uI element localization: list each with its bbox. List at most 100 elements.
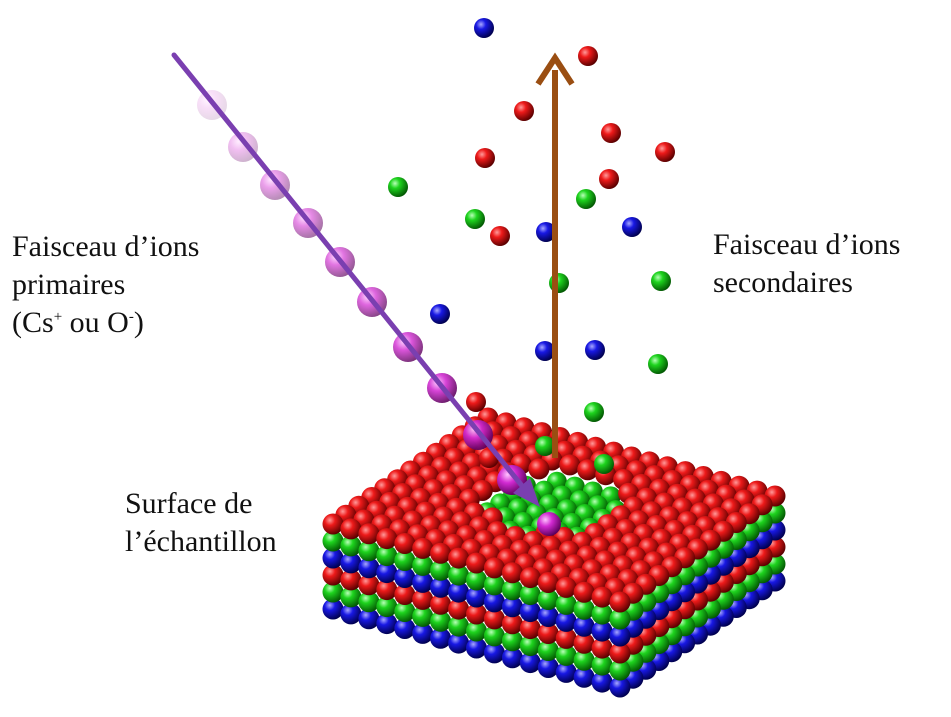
atom-blue — [591, 620, 613, 642]
atom-red — [537, 623, 559, 644]
secondary-ion-green — [594, 454, 614, 474]
atom-red — [609, 591, 631, 613]
atom-red — [394, 584, 416, 605]
atom-blue — [412, 571, 434, 593]
atom-red — [412, 588, 434, 610]
atom-red — [555, 576, 577, 598]
secondary-ion-blue — [622, 217, 642, 237]
atom-red — [591, 586, 613, 608]
atom-red — [519, 567, 541, 589]
atom-green — [322, 530, 344, 552]
secondary-ion-green — [535, 436, 555, 456]
primary-label-line1: Faisceau d’ions — [12, 230, 200, 263]
atom-red — [559, 454, 581, 476]
atom-green — [322, 581, 344, 603]
atom-red — [591, 637, 613, 659]
atom-blue — [358, 557, 380, 579]
secondary-ion-green — [648, 354, 668, 374]
atom-green — [609, 608, 631, 630]
atom-red — [573, 632, 595, 654]
secondary-ion-green — [584, 402, 604, 422]
secondary-ion-red — [599, 169, 619, 189]
atom-green — [555, 644, 577, 666]
atom-red — [537, 572, 559, 593]
atom-blue — [322, 547, 344, 569]
atom-blue — [501, 647, 523, 669]
atom-blue — [519, 601, 541, 623]
atom-green — [501, 630, 523, 652]
surface-label-line2: l’échantillon — [125, 525, 277, 558]
atom-red — [519, 618, 541, 640]
atom-red — [573, 581, 595, 603]
atom-blue — [483, 642, 505, 664]
atom-green — [501, 579, 523, 601]
atom-green — [591, 654, 613, 676]
atom-blue — [537, 606, 559, 627]
atom-blue — [412, 622, 434, 644]
atom-red — [448, 547, 470, 569]
secondary-ion-blue — [474, 18, 494, 38]
secondary-ion-blue — [536, 222, 556, 242]
secondary-beam-arrow — [535, 52, 575, 458]
secondary-beam-label: Faisceau d’ions secondaires — [713, 226, 900, 302]
atom-red — [483, 608, 505, 630]
atom-green — [591, 603, 613, 625]
secondary-ion-red — [475, 148, 495, 168]
atom-red — [555, 627, 577, 649]
atom-blue — [609, 676, 631, 698]
atom-blue — [358, 608, 380, 630]
atom-blue — [448, 632, 470, 654]
atom-green — [573, 598, 595, 620]
secondary-ion-green — [576, 189, 596, 209]
atom-red — [358, 523, 380, 545]
atom-blue — [609, 625, 631, 647]
atom-red — [322, 513, 344, 535]
atom-blue — [376, 562, 398, 584]
atom-red — [501, 613, 523, 635]
implanted-primary-ion — [537, 512, 561, 536]
atom-red — [528, 458, 550, 480]
secondary-ion-red — [466, 392, 486, 412]
atom-red — [483, 557, 505, 579]
atom-green — [519, 584, 541, 606]
atom-green — [537, 640, 559, 661]
atom-blue — [519, 652, 541, 674]
atom-blue — [340, 603, 362, 625]
secondary-label-line2: secondaires — [713, 266, 853, 299]
atom-red — [466, 603, 487, 625]
atom-red — [412, 537, 434, 559]
atom-red — [394, 533, 416, 554]
atom-blue — [394, 618, 416, 639]
atom-blue — [537, 657, 559, 678]
secondary-ion-red — [601, 123, 621, 143]
atom-red — [340, 569, 362, 591]
primary-label-line3: (Cs+ ou O-) — [12, 306, 144, 339]
atom-blue — [555, 610, 577, 632]
secondary-ion-blue — [535, 341, 555, 361]
primary-beam-arrow — [171, 52, 540, 507]
atom-green — [537, 589, 559, 610]
atom-blue — [430, 627, 452, 649]
atom-blue — [466, 637, 487, 659]
atom-red — [466, 552, 487, 574]
secondary-ion-red — [578, 46, 598, 66]
atom-green — [394, 550, 416, 571]
atom-green — [376, 545, 398, 567]
atom-red — [376, 528, 398, 550]
sample-block — [322, 407, 786, 698]
atom-red — [340, 518, 362, 540]
atom-red — [322, 564, 344, 586]
primary-beam-label: Faisceau d’ions primaires (Cs+ ou O-) — [12, 228, 199, 342]
atom-green — [466, 569, 487, 591]
secondary-ion-green — [651, 271, 671, 291]
secondary-ion-red — [490, 226, 510, 246]
atom-green — [376, 596, 398, 618]
secondary-ion-green — [388, 177, 408, 197]
atom-blue — [430, 576, 452, 598]
secondary-ion-red — [514, 101, 534, 121]
atom-green — [483, 625, 505, 647]
atom-green — [555, 593, 577, 615]
atom-green — [340, 586, 362, 608]
atom-green — [412, 554, 434, 576]
